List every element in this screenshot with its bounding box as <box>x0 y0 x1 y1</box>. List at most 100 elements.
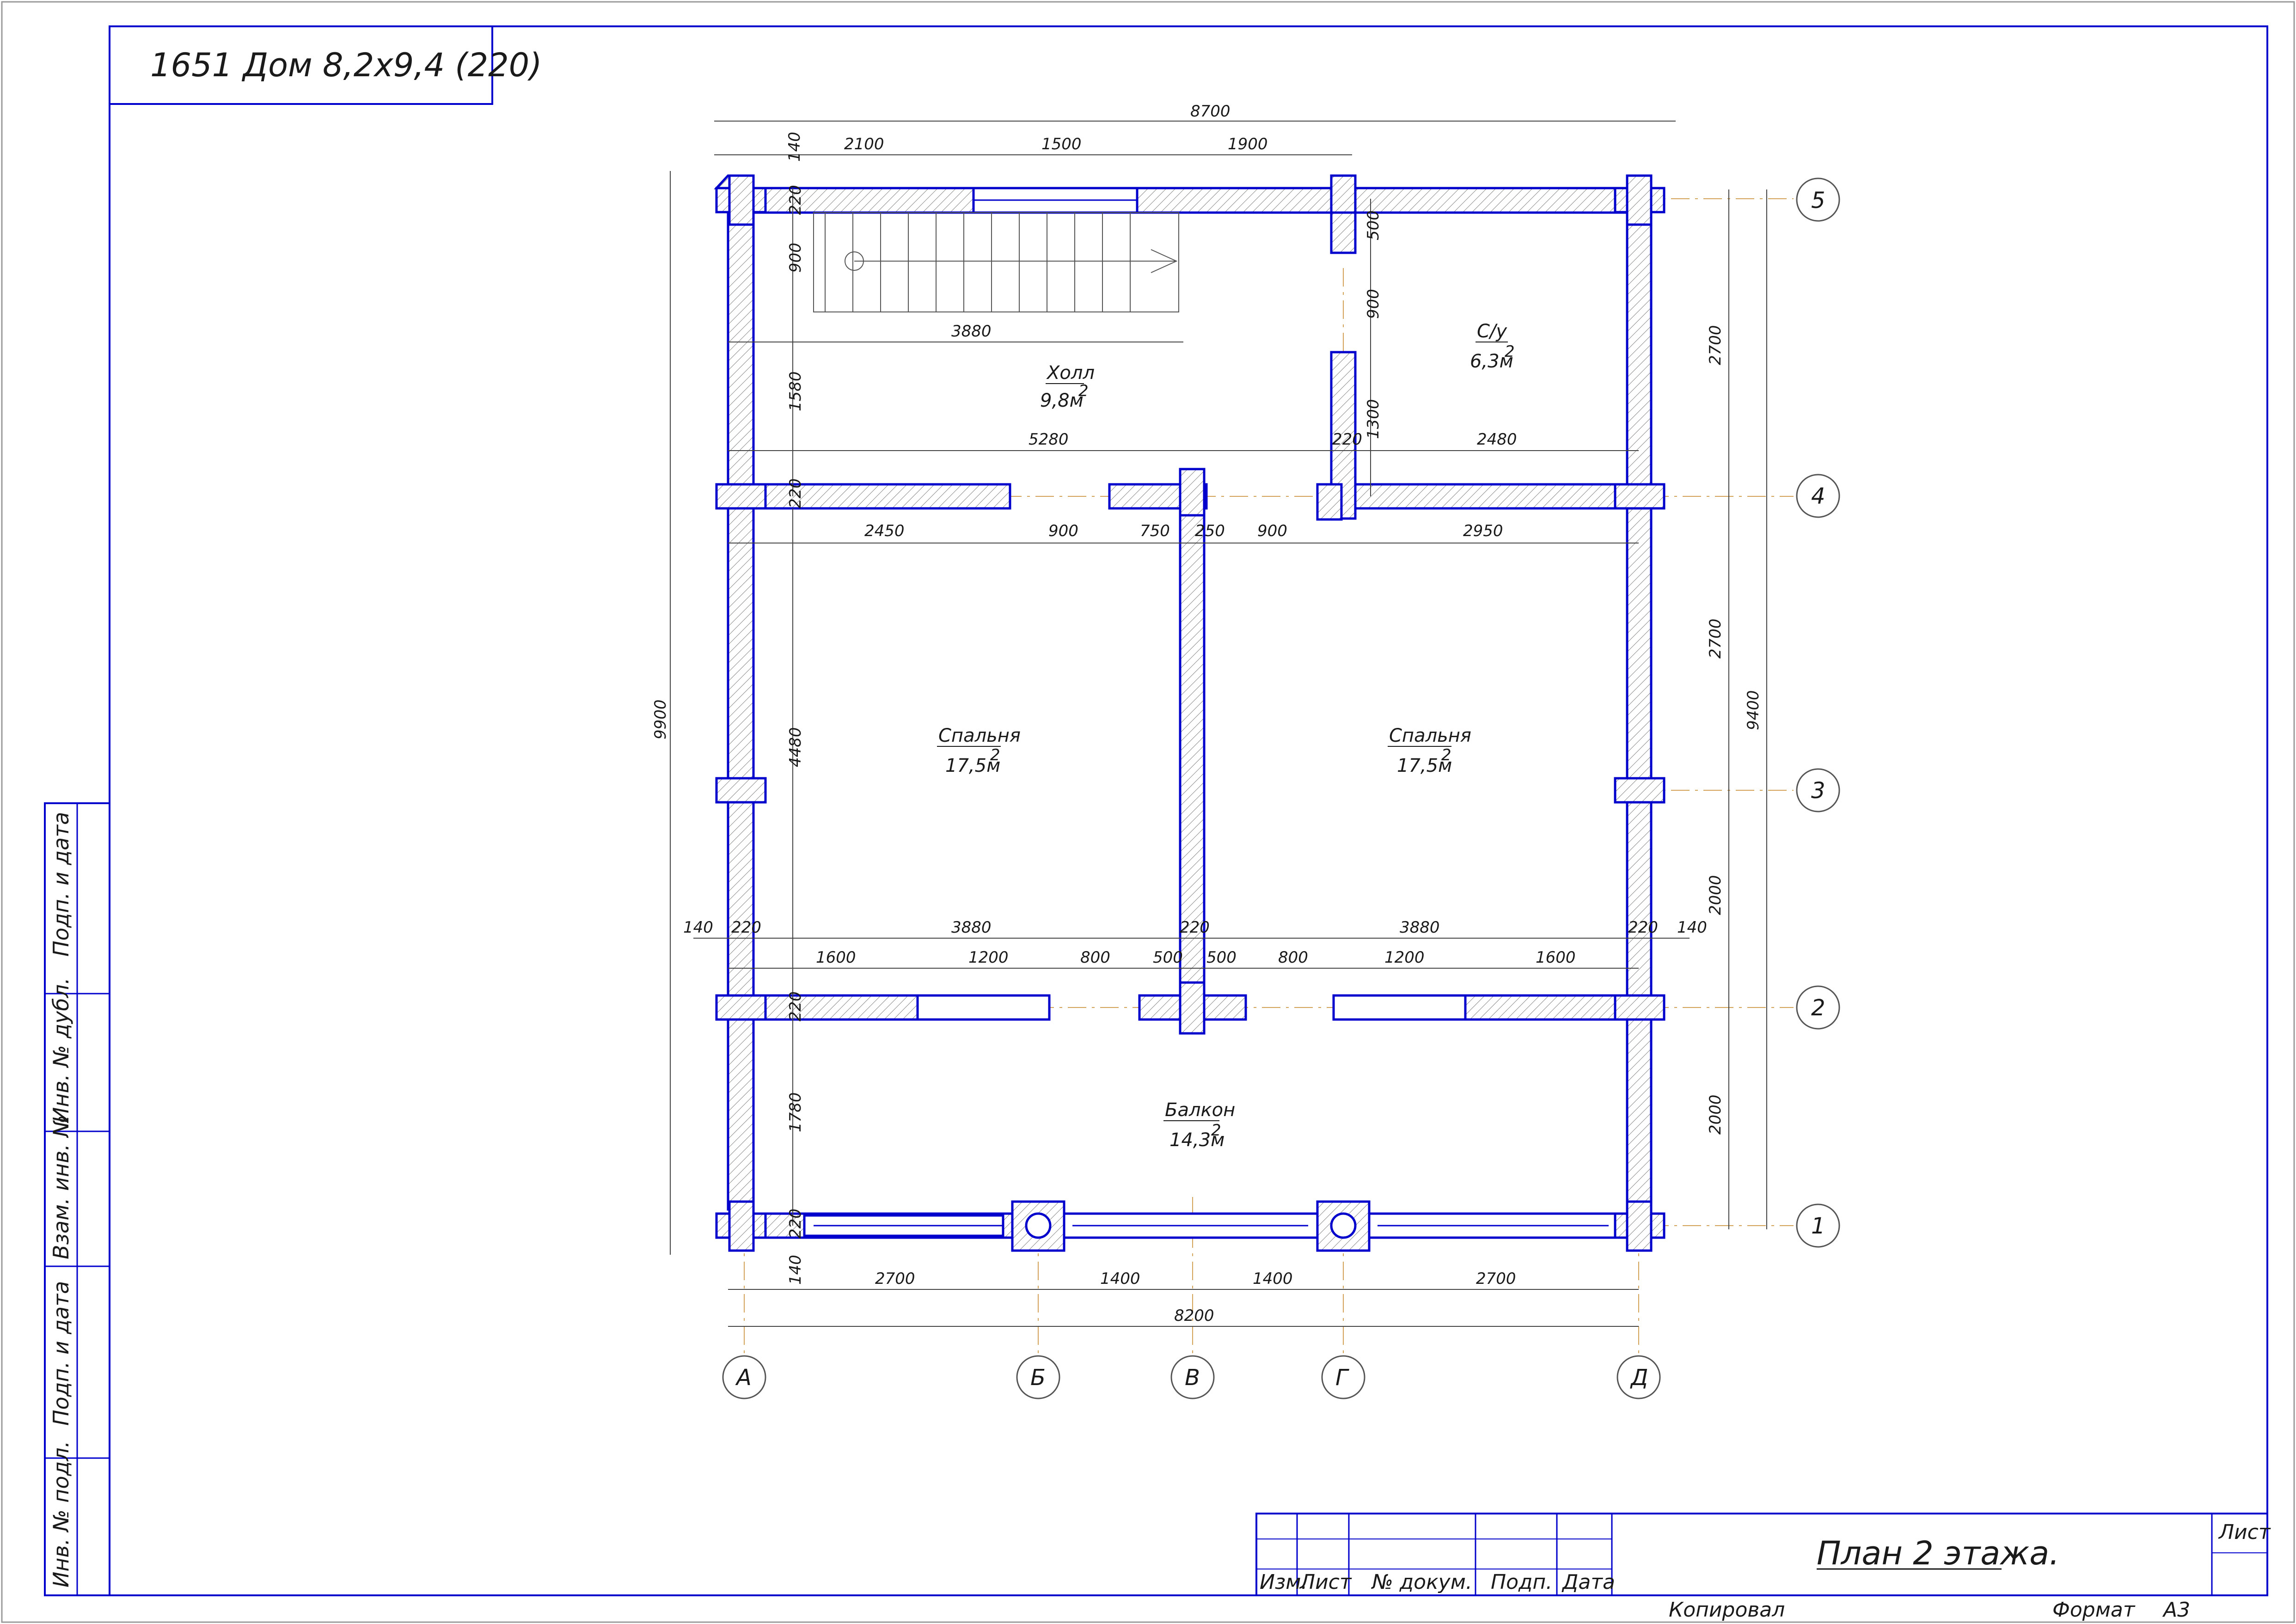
stamp-header-change: Изм. <box>1260 1570 1308 1594</box>
axis-row-4: 4 <box>1811 483 1825 509</box>
axis-marker-g <box>1321 1355 1365 1399</box>
dim-axis2-r1-0: 140 <box>683 918 713 937</box>
column-g1 <box>1330 1212 1357 1239</box>
axis2-window-west <box>916 994 1051 1021</box>
junction-a2 <box>715 994 767 1021</box>
outer-wall <box>727 187 975 1211</box>
walls <box>714 174 1665 1252</box>
dim-wc-seg-1: 500 <box>1364 210 1383 240</box>
room-balcony-sup: 2 <box>1211 1121 1221 1140</box>
dim-bottom-seg-2: 1400 <box>1100 1270 1140 1288</box>
dim-axis4-seg-6: 2950 <box>1463 522 1503 540</box>
dim-axis2-r1-5: 220 <box>1628 918 1658 937</box>
dim-axis2-r1-4: 3880 <box>1400 918 1440 937</box>
wc-partition-lower <box>1330 351 1357 520</box>
junction-g4 <box>1316 483 1343 521</box>
room-bedroom-right-name: Спальня <box>1389 725 1471 746</box>
dim-axis4-seg-4: 250 <box>1195 522 1225 540</box>
axis-row-1: 1 <box>1811 1213 1825 1239</box>
dim-right-overall: 9400 <box>1744 690 1763 730</box>
dim-wc-seg-3: 1300 <box>1364 399 1383 439</box>
dim-axis1-wall: 220 <box>786 1209 805 1239</box>
dim-axis2-r2-7: 1600 <box>1536 948 1576 967</box>
axis-marker-b <box>1016 1355 1060 1399</box>
junction-d2 <box>1614 994 1665 1021</box>
dim-axis4-seg-2: 900 <box>1048 522 1078 540</box>
dim-axis4-seg-5: 900 <box>1257 522 1287 540</box>
axis-marker-v <box>1170 1355 1215 1399</box>
dim-stair-length: 3880 <box>951 322 992 341</box>
junction-a1-v <box>728 1200 755 1252</box>
axis-marker-1 <box>1796 1203 1840 1248</box>
title-box: 1651 Дом 8,2х9,4 (220) <box>109 25 542 105</box>
axis4-wall-east <box>1316 483 1653 510</box>
dimension-lines <box>670 121 1767 1327</box>
dim-right-seg-2: 2700 <box>1706 618 1725 659</box>
dim-top-seg-3: 1900 <box>1228 135 1268 153</box>
side-stamp-duplicate-inv: Инв. № дубл. <box>49 977 73 1123</box>
dim-axis2-r2-0: 1600 <box>816 948 856 967</box>
junction-a5-v <box>728 174 755 226</box>
room-bedroom-left-sup: 2 <box>990 746 1000 764</box>
dim-hall-wall: 220 <box>786 185 805 215</box>
right-outer-wall <box>1626 187 1653 1223</box>
junction-center2 <box>1179 981 1206 1035</box>
dim-axis2-r2-3: 500 <box>1153 948 1183 967</box>
axis-marker-4 <box>1796 474 1840 518</box>
dim-bottom-seg-1: 2700 <box>875 1270 915 1288</box>
dim-axis2-r2-4: 500 <box>1206 948 1237 967</box>
room-balcony-name: Балкон <box>1165 1099 1235 1121</box>
dim-axis4-wall: 220 <box>786 478 805 508</box>
room-hall-name: Холл <box>1046 362 1095 384</box>
stamp-header-signature: Подп. <box>1491 1570 1552 1594</box>
dim-axis4-seg-1: 2450 <box>864 522 905 540</box>
side-stamp-original-inv: Инв. № подл. <box>49 1441 73 1587</box>
dim-top-overall: 8700 <box>1190 102 1231 121</box>
footer-format-value: А3 <box>2162 1598 2190 1622</box>
room-bedroom-right-sup: 2 <box>1441 746 1451 764</box>
axis-col-d: Д <box>1630 1365 1648 1391</box>
junction-d3 <box>1614 777 1665 804</box>
junction-a4 <box>715 483 767 510</box>
room-wc-name: С/у <box>1477 321 1507 342</box>
dim-wc-seg-2: 900 <box>1364 289 1383 319</box>
sheet-title: План 2 этажа. <box>1817 1534 2059 1572</box>
axis-marker-5 <box>1796 177 1840 222</box>
junction-d4 <box>1614 483 1665 510</box>
junction-center4 <box>1179 468 1206 517</box>
dim-axis2-r1-2: 3880 <box>951 918 992 937</box>
stamp-header-date: Дата <box>1561 1570 1615 1594</box>
dim-bottom-seg-4: 2700 <box>1476 1270 1516 1288</box>
top-wall-east <box>1136 187 1629 214</box>
dim-axis2-r2-2: 800 <box>1080 948 1110 967</box>
room-wc-sup: 2 <box>1505 342 1515 361</box>
side-stamp: Подп. и дата Инв. № дубл. Взам. инв. № П… <box>44 802 110 1596</box>
axis-row-3: 3 <box>1811 778 1825 804</box>
side-stamp-signature-1: Подп. и дата <box>49 812 73 957</box>
dim-balcony-depth: 1780 <box>786 1092 805 1132</box>
dimension-texts: 8700 140 2100 1500 1900 220 900 3880 158… <box>651 102 1763 1325</box>
axis2-window-east <box>1332 994 1467 1021</box>
dim-top-offset: 140 <box>785 132 804 162</box>
dim-axis2-wall: 220 <box>786 991 805 1021</box>
dim-hall-width: 5280 <box>1029 430 1069 449</box>
room-wc-area: 6,3м <box>1470 351 1513 372</box>
room-labels: Холл 9,8м 2 С/у 6,3м 2 Спальня 17,5м 2 С… <box>937 321 1515 1151</box>
dim-bedroom-depth: 4480 <box>786 727 805 767</box>
dim-axis2-r2-6: 1200 <box>1384 948 1425 967</box>
axis-col-b: Б <box>1030 1365 1046 1391</box>
stamp-header-sheet: Лист <box>1299 1570 1352 1594</box>
junction-d1-v <box>1626 1200 1653 1252</box>
dim-top-seg-2: 1500 <box>1041 135 1082 153</box>
dim-wc-wall: 220 <box>1332 430 1362 449</box>
axis-marker-d <box>1616 1355 1661 1399</box>
side-stamp-signature-2: Подп. и дата <box>49 1281 73 1426</box>
dim-axis2-r2-1: 1200 <box>968 948 1009 967</box>
room-hall-sup: 2 <box>1078 382 1089 400</box>
dim-stair-width: 900 <box>786 243 805 273</box>
axis-marker-2 <box>1796 985 1840 1030</box>
dim-right-seg-4: 2000 <box>1706 1094 1725 1135</box>
room-bedroom-right-area: 17,5м <box>1397 755 1452 776</box>
room-hall-area: 9,8м <box>1040 390 1084 411</box>
